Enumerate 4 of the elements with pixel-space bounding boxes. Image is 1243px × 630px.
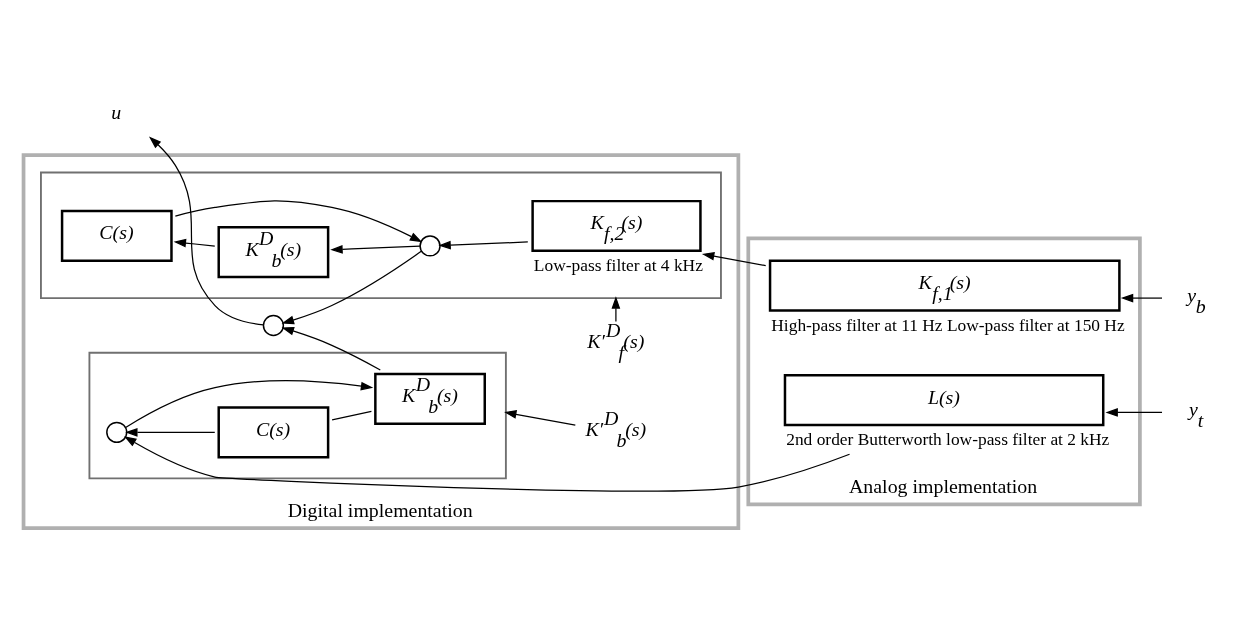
node-label: 2nd order Butterworth low-pass filter at 2 kHz	[786, 428, 1110, 449]
node-text: u	[111, 100, 122, 123]
node-label: Low-pass filter at 4 kHz	[533, 254, 703, 275]
node-label: High-pass filter at 11 Hz Low-pass filter at 150 Hz	[771, 314, 1125, 335]
